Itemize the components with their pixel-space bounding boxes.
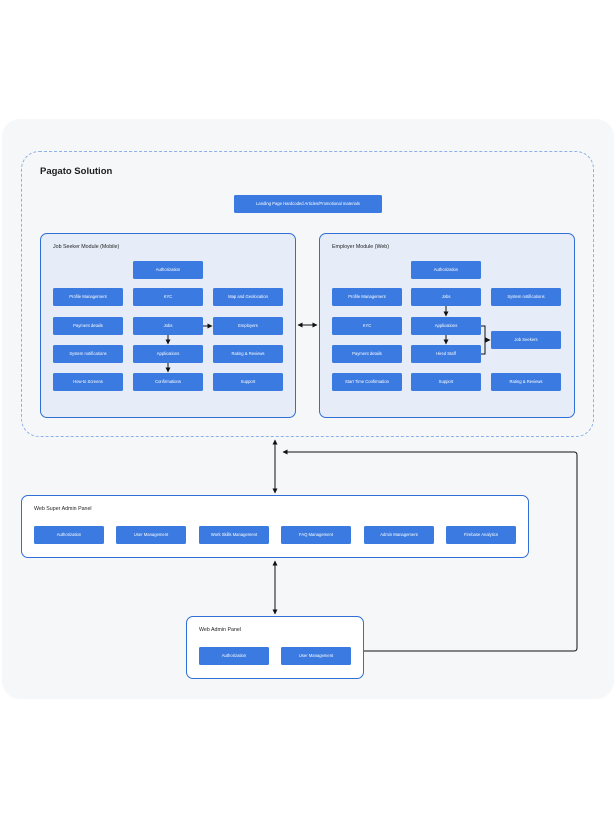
admin-authorization-box: Authorization	[199, 647, 269, 665]
emp-payment-details-box: Payment details	[332, 345, 402, 363]
sa-authorization-box: Authorization	[34, 526, 104, 544]
js-jobs-box: Jobs	[133, 317, 203, 335]
js-support-box: Support	[213, 373, 283, 391]
admin-user-management-box: User Management	[281, 647, 351, 665]
emp-support-box: Support	[411, 373, 481, 391]
js-profile-management-box: Profile Management	[53, 288, 123, 306]
js-confirmations-box: Confirmations	[133, 373, 203, 391]
js-authorization-box: Authorization	[133, 261, 203, 279]
emp-start-time-confirmation-box: Start Time Confirmation	[332, 373, 402, 391]
emp-rating-reviews-box: Rating & Reviews	[491, 373, 561, 391]
emp-jobs-box: Jobs	[411, 288, 481, 306]
emp-profile-management-box: Profile Management	[332, 288, 402, 306]
sa-user-management-box: User Management	[116, 526, 186, 544]
js-map-geolocation-box: Map and Geolocation	[213, 288, 283, 306]
emp-authorization-box: Authorization	[411, 261, 481, 279]
emp-job-seekers-box: Job Seekers	[491, 331, 561, 349]
emp-hired-staff-box: Hired Staff	[411, 345, 481, 363]
sa-faq-box: FAQ Management	[281, 526, 351, 544]
js-kyc-box: KYC	[133, 288, 203, 306]
js-system-notifications-box: System notifications	[53, 345, 123, 363]
job-seeker-module-title: Job Seeker Module (Mobile)	[53, 244, 120, 250]
js-applications-box: Applications	[133, 345, 203, 363]
pagato-solution-container	[21, 151, 594, 437]
js-rating-reviews-box: Rating & Reviews	[213, 345, 283, 363]
solution-title: Pagato Solution	[40, 166, 113, 177]
employer-module-title: Employer Module (Web)	[332, 244, 390, 250]
super-admin-panel-title: Web Super Admin Panel	[34, 506, 92, 512]
admin-panel-title: Web Admin Panel	[199, 627, 242, 633]
sa-work-skills-box: Work Skills Management	[199, 526, 269, 544]
emp-kyc-box: KYC	[332, 317, 402, 335]
emp-system-notifications-box: System notifications	[491, 288, 561, 306]
emp-applications-box: Applications	[411, 317, 481, 335]
sa-firebase-analytics-box: Firebase Analytics	[446, 526, 516, 544]
js-employers-box: Employers	[213, 317, 283, 335]
js-how-to-screens-box: How-to Screens	[53, 373, 123, 391]
landing-page-box: Landing Page Hardcoded Articles/Promotio…	[234, 195, 382, 213]
sa-admin-management-box: Admin Management	[364, 526, 434, 544]
js-payment-details-box: Payment details	[53, 317, 123, 335]
